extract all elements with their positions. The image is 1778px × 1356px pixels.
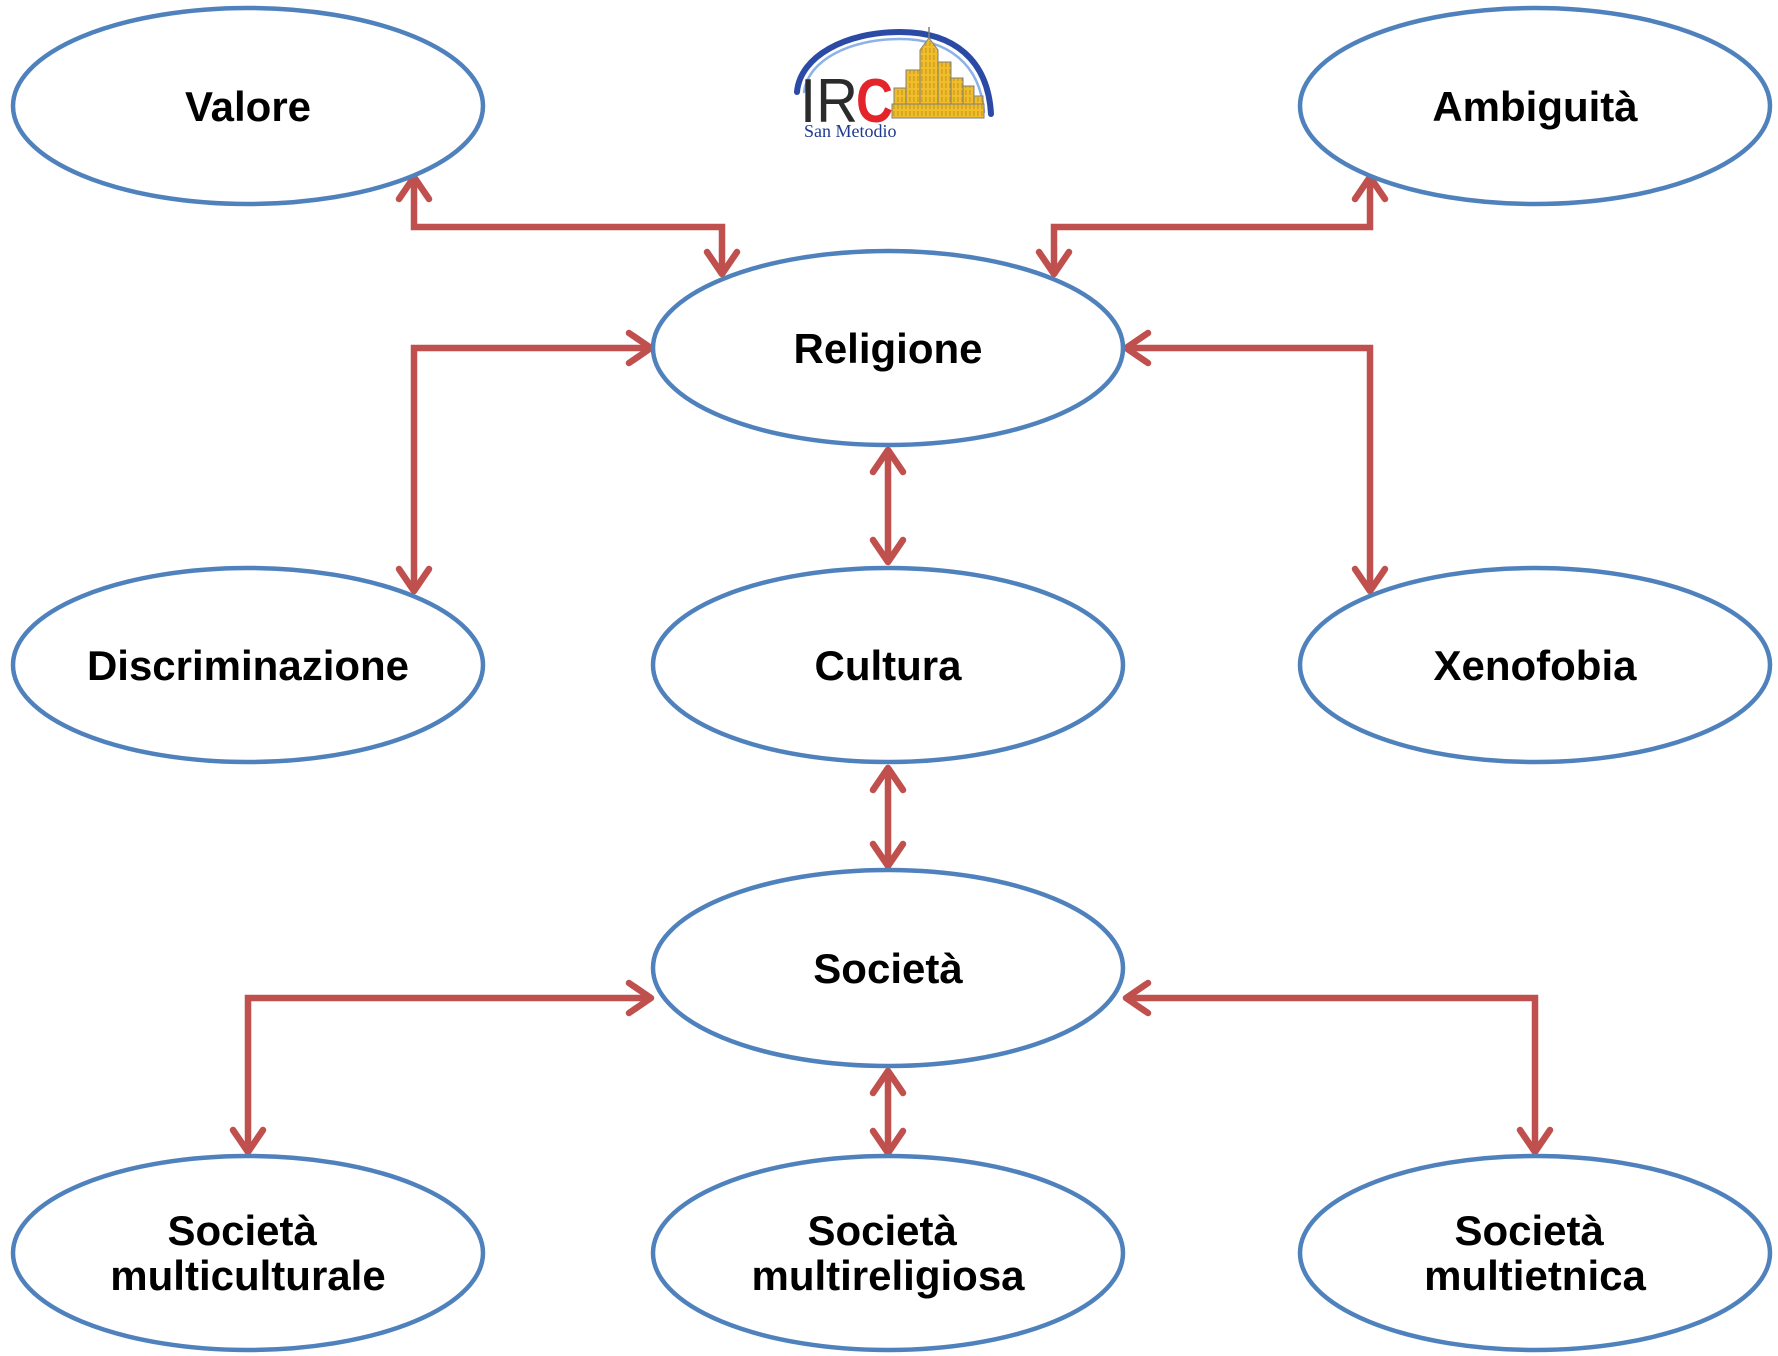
logo-wordmark-c: C <box>856 67 893 136</box>
node-ambiguita: Ambiguità <box>1297 5 1773 207</box>
node-religione: Religione <box>650 248 1126 448</box>
node-societa-shape <box>650 867 1126 1069</box>
node-label-line: Xenofobia <box>1433 642 1637 689</box>
node-label-line: Cultura <box>815 642 963 689</box>
node-xenofobia: Xenofobia <box>1297 565 1773 765</box>
node-societa-multireligiosa-shape <box>650 1153 1126 1353</box>
logo-arc <box>794 28 994 117</box>
node-valore-shape <box>10 5 486 207</box>
node-societa-label: Società <box>813 945 963 992</box>
node-discriminazione-shape <box>10 565 486 765</box>
logo-wordmark-ir: IR <box>800 67 858 136</box>
connector-societa-multietnica <box>1122 979 1554 1156</box>
node-label-line: Società <box>813 945 963 992</box>
node-label-line: Valore <box>185 83 311 130</box>
node-label-line: multiculturale <box>110 1252 385 1299</box>
node-ambiguita-label: Ambiguità <box>1432 83 1638 130</box>
node-societa: Società <box>650 867 1126 1069</box>
node-label-line: multireligiosa <box>751 1252 1025 1299</box>
connector-valore-religione <box>395 173 741 278</box>
node-societa-multireligiosa: Società multireligiosa <box>650 1153 1126 1353</box>
node-label-line: multietnica <box>1424 1252 1646 1299</box>
node-label-line: Società <box>807 1207 957 1254</box>
node-valore-label: Valore <box>185 83 311 130</box>
node-label-line: Religione <box>793 325 982 372</box>
node-societa-multireligiosa-label: Società multireligiosa <box>751 1207 1025 1299</box>
node-cultura: Cultura <box>650 565 1126 765</box>
node-discriminazione-label: Discriminazione <box>87 642 409 689</box>
connector-ambiguita-religione <box>1035 173 1389 278</box>
node-societa-multiculturale-shape <box>10 1153 486 1353</box>
node-societa-multiculturale-label: Società multiculturale <box>110 1207 385 1299</box>
node-label-line: Società <box>167 1207 317 1254</box>
node-religione-label: Religione <box>793 325 982 372</box>
node-label-line: Ambiguità <box>1432 83 1638 130</box>
node-label-line: Discriminazione <box>87 642 409 689</box>
connector-societa-multiculturale <box>229 979 655 1156</box>
node-valore: Valore <box>10 5 486 207</box>
node-discriminazione: Discriminazione <box>10 565 486 765</box>
logo-arc-highlight <box>802 37 986 114</box>
connector-religione-discriminazione <box>395 329 655 595</box>
node-religione-shape <box>650 248 1126 448</box>
node-cultura-label: Cultura <box>815 642 963 689</box>
connectors <box>229 173 1554 1157</box>
node-societa-multietnica-shape <box>1297 1153 1773 1353</box>
node-societa-multietnica: Società multietnica <box>1297 1153 1773 1353</box>
node-ambiguita-shape <box>1297 5 1773 207</box>
node-societa-multiculturale: Società multiculturale <box>10 1153 486 1353</box>
node-label-line: Società <box>1454 1207 1604 1254</box>
connector-religione-xenofobia <box>1122 329 1389 595</box>
node-xenofobia-shape <box>1297 565 1773 765</box>
node-cultura-shape <box>650 565 1126 765</box>
node-societa-multietnica-label: Società multietnica <box>1424 1207 1646 1299</box>
logo-skyline <box>891 27 985 119</box>
node-xenofobia-label: Xenofobia <box>1433 642 1637 689</box>
logo-tagline: San Metodio <box>804 121 897 141</box>
logo-building-base <box>891 103 985 119</box>
logo: IR C San Metodio <box>794 27 994 141</box>
